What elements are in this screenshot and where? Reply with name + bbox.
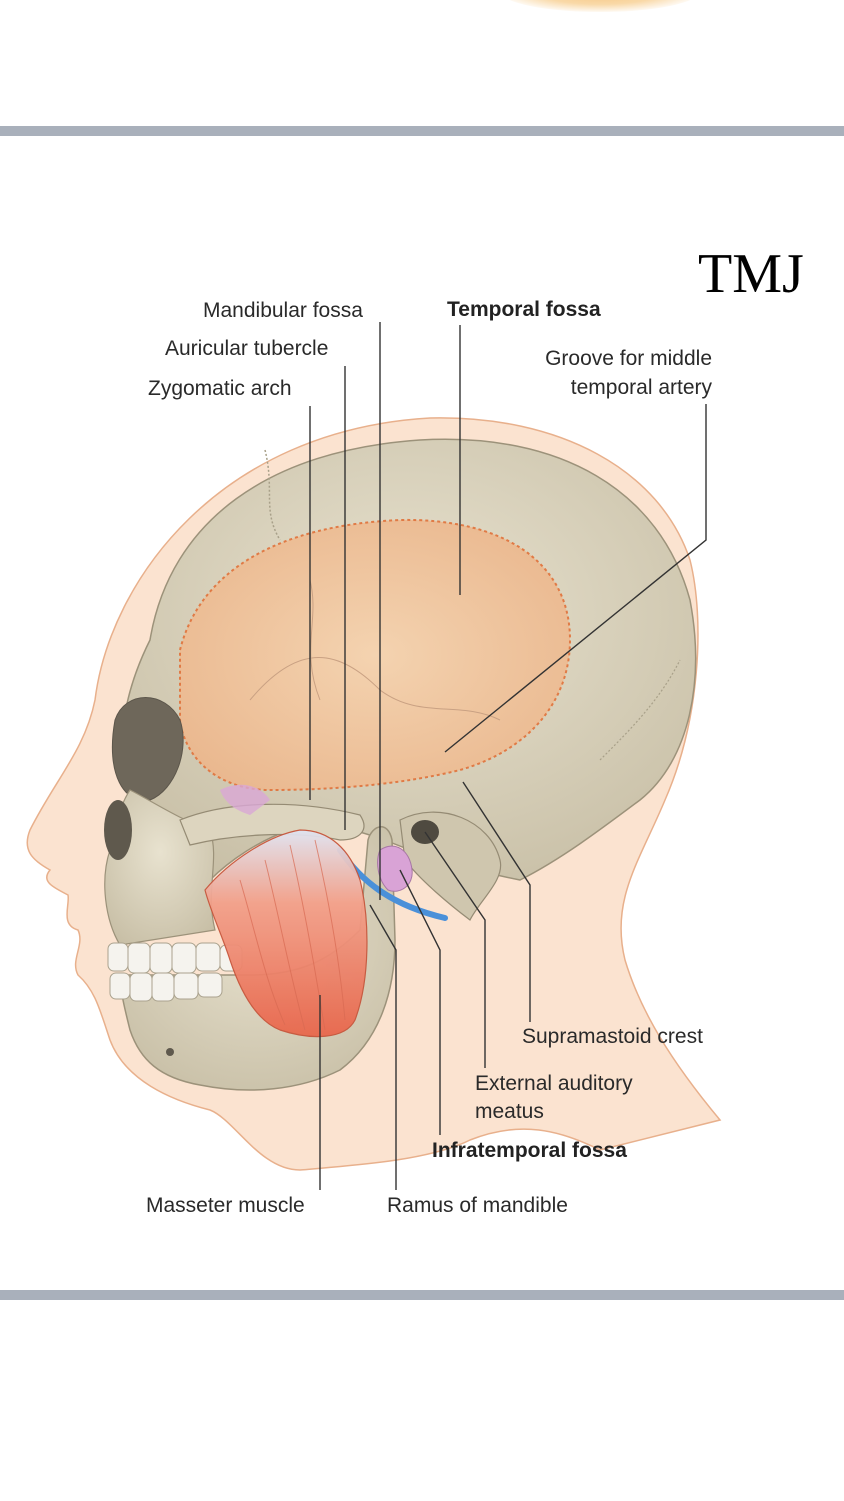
suture-line — [309, 579, 321, 701]
leader-supramastoid-crest — [462, 781, 531, 1022]
leader-lines — [309, 322, 707, 1190]
leader-external-auditory-meatus — [424, 831, 486, 1068]
label-infratemporal-fossa: Infratemporal fossa — [432, 1139, 627, 1162]
label-ramus-of-mandible: Ramus of mandible — [387, 1194, 568, 1217]
coronal-suture — [264, 449, 281, 541]
label-groove-middle-temporal-artery-line1: Groove for middle — [545, 347, 712, 370]
infratemporal-soft-tissue — [377, 845, 413, 892]
lambdoid-suture — [599, 659, 681, 761]
top-decorative-glow — [500, 0, 700, 12]
label-mandibular-fossa: Mandibular fossa — [203, 299, 363, 322]
pterygoid-tissue — [220, 784, 270, 815]
mental-foramen — [166, 1048, 174, 1056]
label-external-auditory-meatus-line2: meatus — [475, 1100, 544, 1123]
label-supramastoid-crest: Supramastoid crest — [522, 1025, 703, 1048]
leader-groove-middle-temporal-artery — [444, 404, 707, 753]
slide-title: TMJ — [698, 243, 804, 305]
nasal-aperture — [104, 800, 132, 860]
label-external-auditory-meatus-line1: External auditory — [475, 1072, 633, 1095]
orbit — [111, 697, 184, 802]
masseter-muscle-shape — [204, 829, 368, 1038]
label-zygomatic-arch: Zygomatic arch — [148, 377, 292, 400]
label-groove-middle-temporal-artery-line2: temporal artery — [571, 376, 713, 399]
temporal-fossa-region — [179, 518, 572, 792]
bottom-divider — [0, 1290, 844, 1300]
leader-infratemporal-fossa — [399, 869, 441, 1135]
muscle-fibers — [239, 839, 346, 1031]
top-divider — [0, 126, 844, 136]
leader-ramus-of-mandible — [369, 904, 397, 1190]
label-masseter-muscle: Masseter muscle — [146, 1194, 305, 1217]
label-auricular-tubercle: Auricular tubercle — [165, 337, 328, 360]
label-temporal-fossa: Temporal fossa — [447, 298, 601, 321]
